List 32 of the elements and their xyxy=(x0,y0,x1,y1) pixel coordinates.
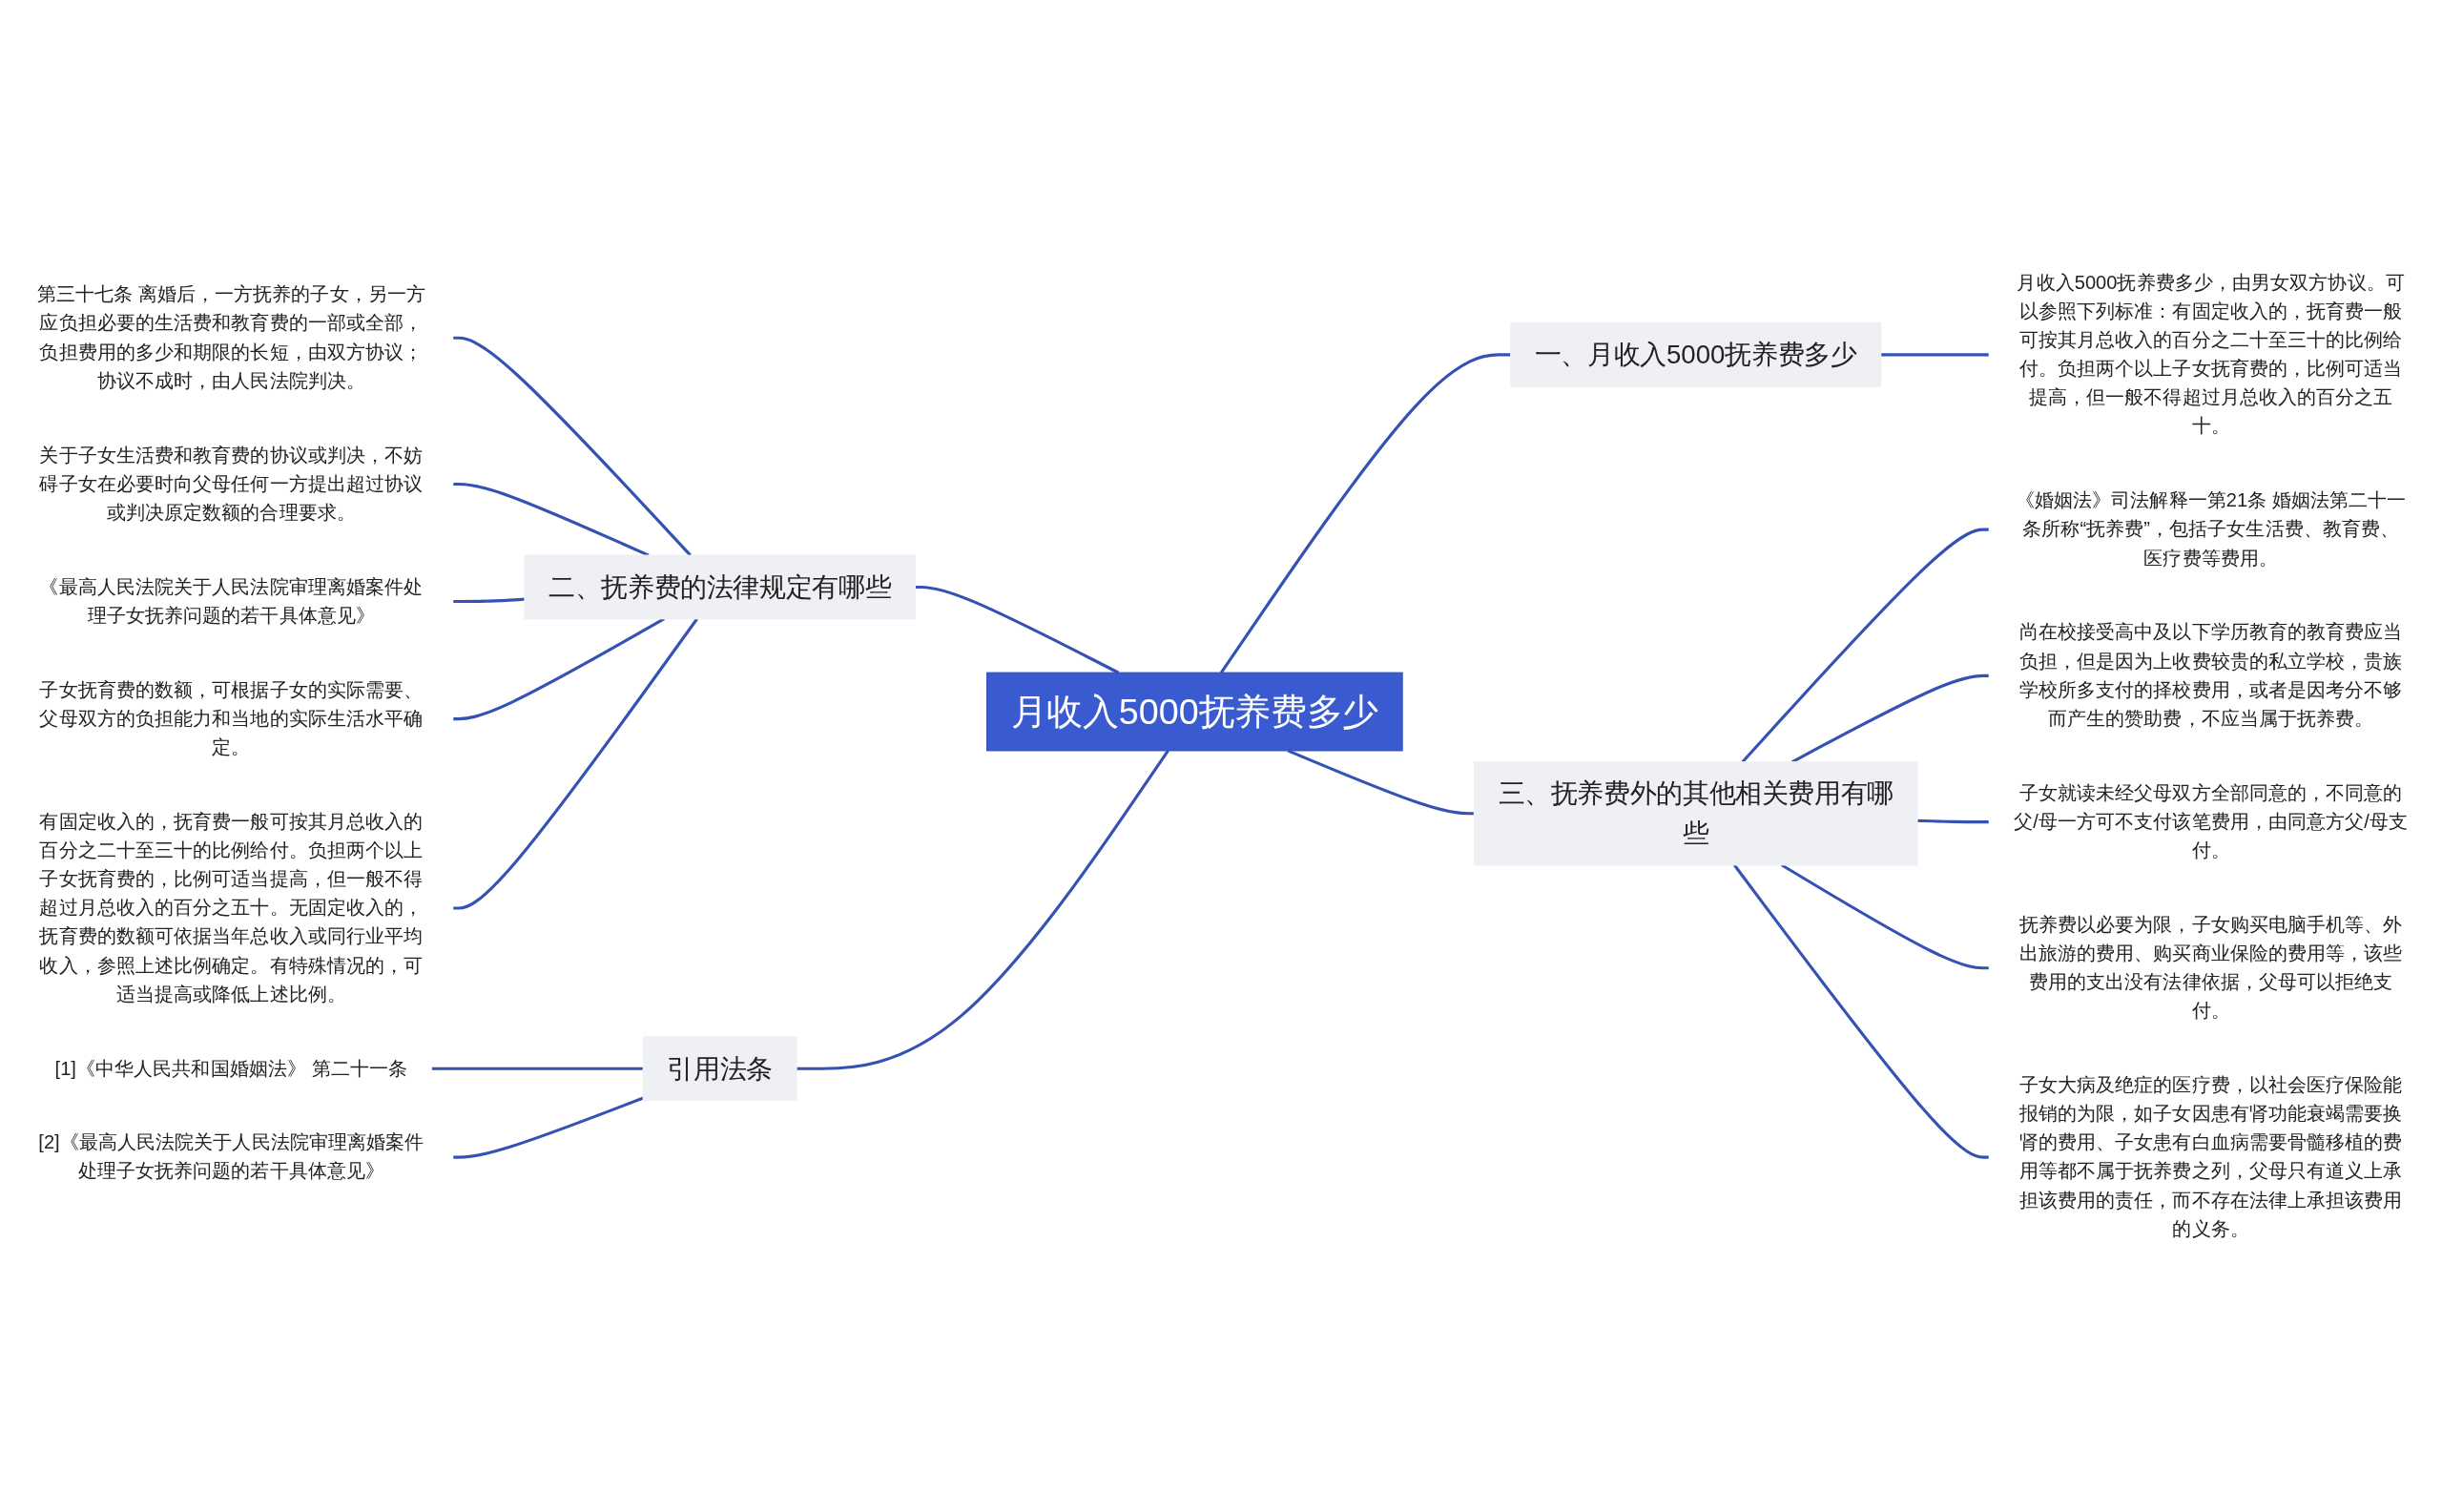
node-text: 子女抚育费的数额，可根据子女的实际需要、父母双方的负担能力和当地的实际生活水平确定。 xyxy=(39,679,424,757)
connector xyxy=(1741,528,1990,763)
node-box: 二、抚养费的法律规定有哪些 xyxy=(524,554,916,620)
node-text: 第三十七条 离婚后，一方抚养的子女，另一方应负担必要的生活费和教育费的一部或全部，负担费用的多少和期限的长短，由双方协议；协议不成时，由人民法院判决。 xyxy=(36,283,426,391)
connector xyxy=(915,585,1120,674)
node-box: 引用法条 xyxy=(642,1036,797,1102)
node-text: 月收入5000抚养费多少，由男女双方协议。可以参照下列标准：有固定收入的，抚育费一般可按其月总收入的百分之二十至三十的比例给付。负担两个以上子女抚育费的，比例可适当提高，但一般不得超过月总收入的百分之五十。 xyxy=(2017,272,2405,437)
connector xyxy=(1732,863,1990,1159)
connector xyxy=(452,1096,644,1159)
node-text: 《最高人民法院关于人民法院审理离婚案件处理子女抚养问题的若干具体意见》 xyxy=(39,576,424,626)
node-text: [2]《最高人民法院关于人民法院审理离婚案件处理子女抚养问题的若干具体意见》 xyxy=(38,1131,424,1182)
node-text: 抚养费以必要为限，子女购买电脑手机等、外出旅游的费用、购买商业保险的费用等，该些费用的支出没有法律依据，父母可以拒绝支付。 xyxy=(2018,914,2403,1021)
connector xyxy=(431,1067,644,1070)
node-text: 《婚姻法》司法解释一第21条 婚姻法第二十一条所称“抚养费”，包括子女生活费、教育费、医疗费等费用。 xyxy=(2015,489,2407,569)
connector xyxy=(452,617,666,721)
node-box: 三、抚养费外的其他相关费用有哪些 xyxy=(1473,761,1918,866)
connector xyxy=(452,482,650,557)
connector xyxy=(452,336,692,557)
node-text: 关于子女生活费和教育费的协议或判决，不妨碍子女在必要时向父母任何一方提出超过协议或判决原定数额的合理要求。 xyxy=(39,445,424,523)
node-text: 尚在校接受高中及以下学历教育的教育费应当负担，但是因为上收费较贵的私立学校，贵族学校所多支付的择校费用，或者是因考分不够而产生的赞助费，不应当属于抚养费。 xyxy=(2018,621,2403,729)
node-box: 月收入5000抚养费多少 xyxy=(986,672,1403,752)
node-text: 子女大病及绝症的医疗费，以社会医疗保险能报销的为限，如子女因患有肾功能衰竭需要换肾的费用、子女患有白血病需要骨髓移植的费用等都不属于抚养费之列，父母只有道义上承担该费用的责任，而不存在法律上承担该费用的义务。 xyxy=(2018,1074,2403,1239)
connector xyxy=(1219,353,1511,674)
node-text: 有固定收入的，抚育费一般可按其月总收入的百分之二十至三十的比例给付。负担两个以上子女抚育费的，比例可适当提高，但一般不得超过月总收入的百分之五十。无固定收入的，抚育费的数额可依据当年总收入或同行业平均收入，参照上述比例确定。有特殊情况的，可适当提高或降低上述比例。 xyxy=(39,811,424,1005)
node-text: [1]《中华人民共和国婚姻法》 第二十一条 xyxy=(54,1057,408,1079)
connector xyxy=(452,617,698,910)
node-text: 子女就读未经父母双方全部同意的，不同意的父/母一方可不支付该笔费用，由同意方父/母支付。 xyxy=(2014,782,2409,860)
connector xyxy=(1780,863,1990,970)
node-box: 一、月收入5000抚养费多少 xyxy=(1510,321,1882,387)
connector xyxy=(1287,749,1475,816)
connector xyxy=(1880,353,1990,357)
connector xyxy=(797,749,1169,1070)
